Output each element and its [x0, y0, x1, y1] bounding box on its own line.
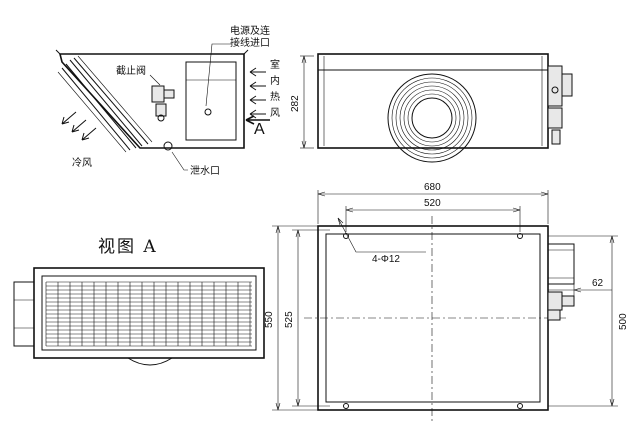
dim-pipe-offset: 62 — [592, 278, 604, 289]
drain-port — [163, 141, 173, 151]
label-stop-valve: 截止阀 — [116, 64, 146, 77]
label-drain-outlet: 泄水口 — [190, 164, 220, 177]
stop-valve — [151, 85, 175, 122]
side-view-housing — [58, 53, 245, 149]
dim-body-height: 500 — [618, 313, 629, 330]
mounting-hole — [517, 403, 523, 409]
louver-grille — [45, 281, 252, 347]
view-a-arrow — [245, 115, 270, 125]
label-indoor-3: 热 — [270, 90, 280, 103]
label-indoor-4: 风 — [270, 107, 280, 119]
label-hole-spec: 4-Φ12 — [372, 254, 400, 265]
fan-guard — [387, 73, 477, 163]
dim-height-side: 282 — [290, 95, 301, 112]
side-view: 电源及连 接线进口 截止阀 泄水口 冷风 室 内 热 风 A — [55, 24, 280, 177]
mounting-hole — [343, 403, 349, 409]
plan-view: 680 520 550 525 4-Φ12 — [264, 182, 629, 424]
front-view-housing — [317, 53, 549, 149]
view-a-marker: A — [254, 121, 265, 138]
dim-hole-spacing-x: 520 — [424, 198, 441, 209]
front-view: 282 — [290, 53, 573, 163]
label-power-inlet-1: 电源及连 — [230, 24, 270, 37]
electrical-box — [185, 61, 237, 141]
label-cold-wind: 冷风 — [72, 156, 92, 169]
label-power-inlet-2: 接线进口 — [230, 36, 270, 49]
plan-side-box — [547, 243, 575, 285]
view-a: 视图 A — [13, 237, 265, 366]
front-pipe-fittings — [547, 65, 573, 145]
view-a-title: 视图 A — [98, 237, 158, 257]
dim-overall-height: 550 — [264, 311, 275, 328]
angled-coil — [57, 55, 153, 153]
view-a-housing — [33, 267, 265, 359]
dim-hole-spacing-y: 525 — [284, 311, 295, 328]
plan-pipe-fittings — [547, 291, 575, 321]
cold-wind-arrows — [61, 111, 97, 141]
indoor-wind-arrows — [249, 67, 266, 119]
label-indoor-2: 内 — [270, 74, 280, 87]
label-indoor-1: 室 — [270, 58, 280, 71]
mounting-hole — [517, 233, 523, 239]
dim-overall-width: 680 — [424, 182, 441, 193]
